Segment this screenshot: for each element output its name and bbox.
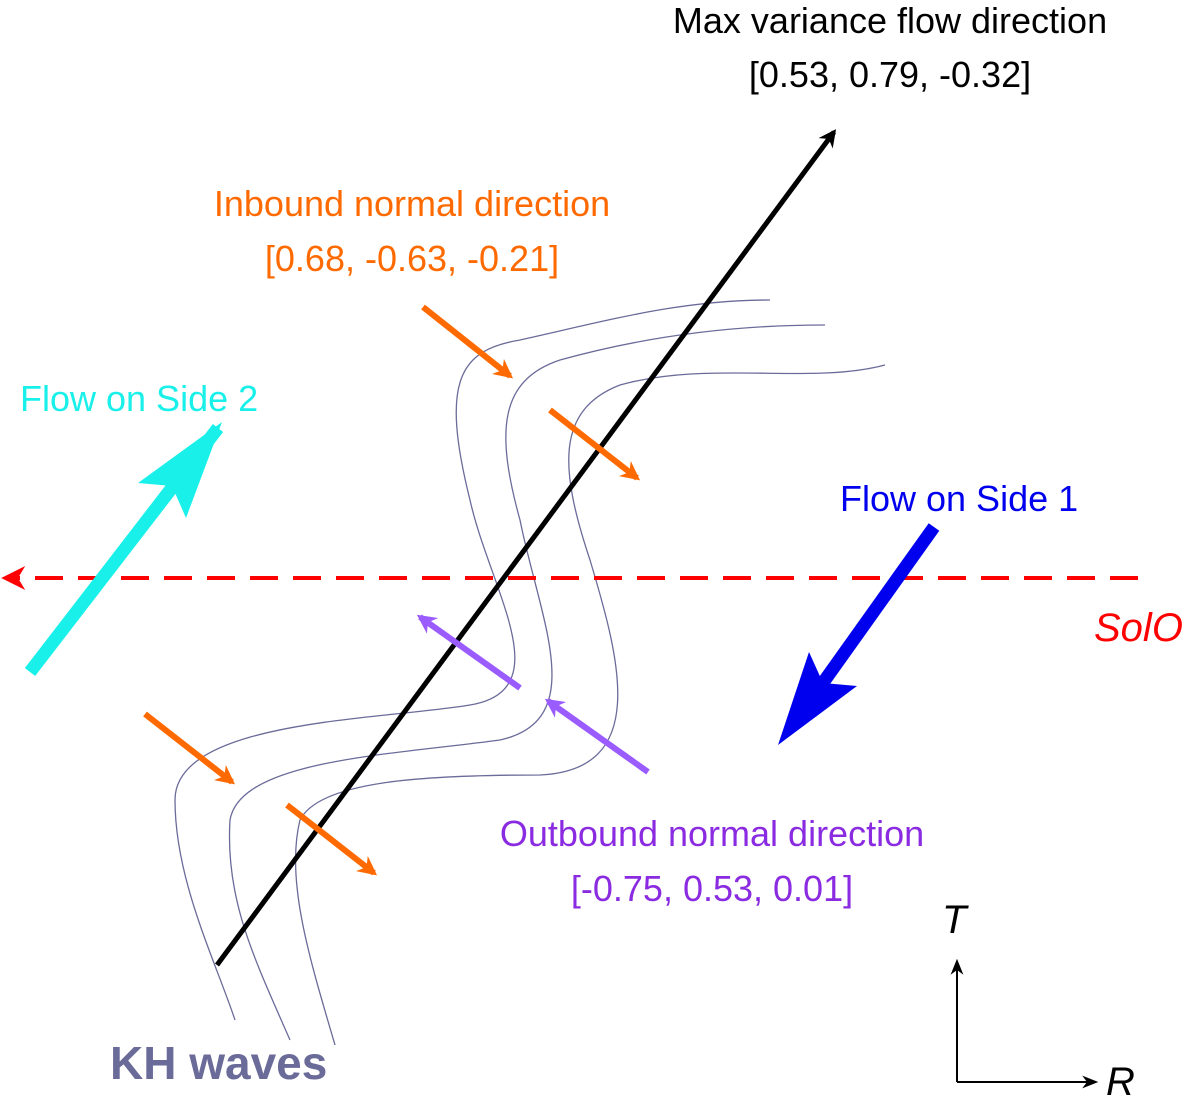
solo-label: SolO	[1094, 606, 1183, 650]
outbound-normal-vector: [-0.75, 0.53, 0.01]	[570, 868, 854, 909]
inbound-arrow-1	[421, 304, 514, 379]
inbound-arrow-2	[548, 407, 641, 481]
kh-wave-line-2	[228, 324, 826, 1041]
kh-wave-lines	[174, 299, 886, 1046]
outbound-arrow-2	[544, 698, 650, 775]
tr-axes	[950, 958, 1099, 1089]
flow-side2-label: Flow on Side 2	[20, 378, 259, 419]
max-variance-vector: [0.53, 0.79, -0.32]	[748, 54, 1032, 95]
inbound-normal-arrows	[143, 304, 641, 876]
axis-t-label: T	[942, 898, 967, 942]
inbound-arrow-4	[285, 802, 378, 876]
inbound-normal-vector: [0.68, -0.63, -0.21]	[264, 238, 560, 279]
kh-wave-line-3	[294, 364, 886, 1046]
outbound-normal-title: Outbound normal direction	[499, 813, 925, 854]
flow-side1-label: Flow on Side 1	[840, 478, 1079, 519]
max-variance-arrow	[214, 129, 837, 967]
kh-wave-line-1	[174, 299, 771, 1021]
outbound-normal-arrows	[416, 614, 650, 775]
kh-waves-label: KH waves	[110, 1037, 328, 1089]
inbound-arrow-3	[143, 711, 236, 785]
flow-side1-arrowhead	[778, 652, 857, 745]
max-variance-title: Max variance flow direction	[672, 0, 1108, 41]
axis-r-label: R	[1106, 1060, 1135, 1104]
inbound-normal-title: Inbound normal direction	[213, 183, 611, 224]
flow-side2-arrowhead	[138, 422, 222, 518]
outbound-arrow-1	[416, 614, 522, 691]
